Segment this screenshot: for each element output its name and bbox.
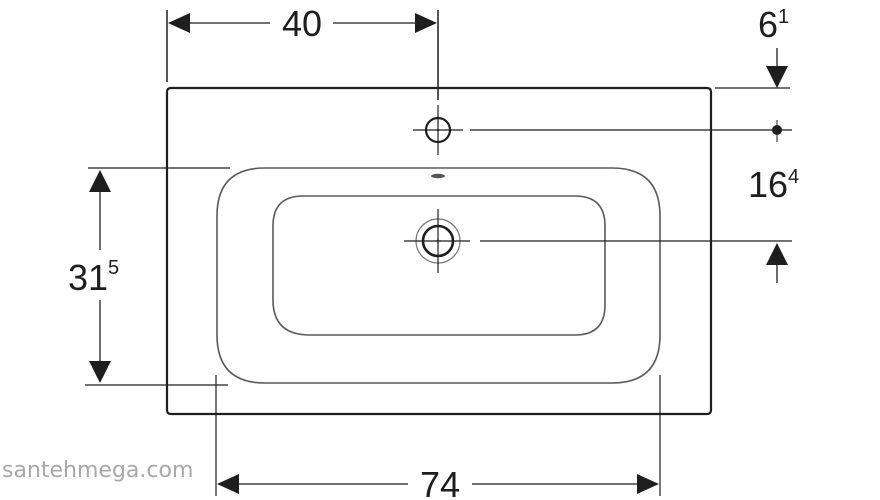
- outer-rim: [165, 86, 713, 416]
- dimension-31-5: 315: [68, 167, 230, 386]
- dimension-40-label: 40: [282, 3, 322, 44]
- dimension-40: 40: [166, 3, 439, 100]
- bowl-outline: [216, 167, 661, 384]
- dimension-16-4: 164: [480, 164, 799, 283]
- tap-hole: [413, 105, 463, 155]
- dimension-31-5-label: 315: [68, 257, 119, 298]
- dimension-74-label: 74: [420, 464, 460, 500]
- dimension-16-4-label: 164: [748, 164, 799, 205]
- dimension-74: 74: [215, 375, 661, 500]
- overflow-slot: [431, 173, 445, 179]
- inner-basin: [272, 195, 606, 336]
- watermark: santehmega.com: [2, 458, 193, 483]
- dimension-6-1: 61: [715, 4, 790, 89]
- dimension-6-1-label: 61: [758, 4, 789, 45]
- drain: [404, 209, 470, 273]
